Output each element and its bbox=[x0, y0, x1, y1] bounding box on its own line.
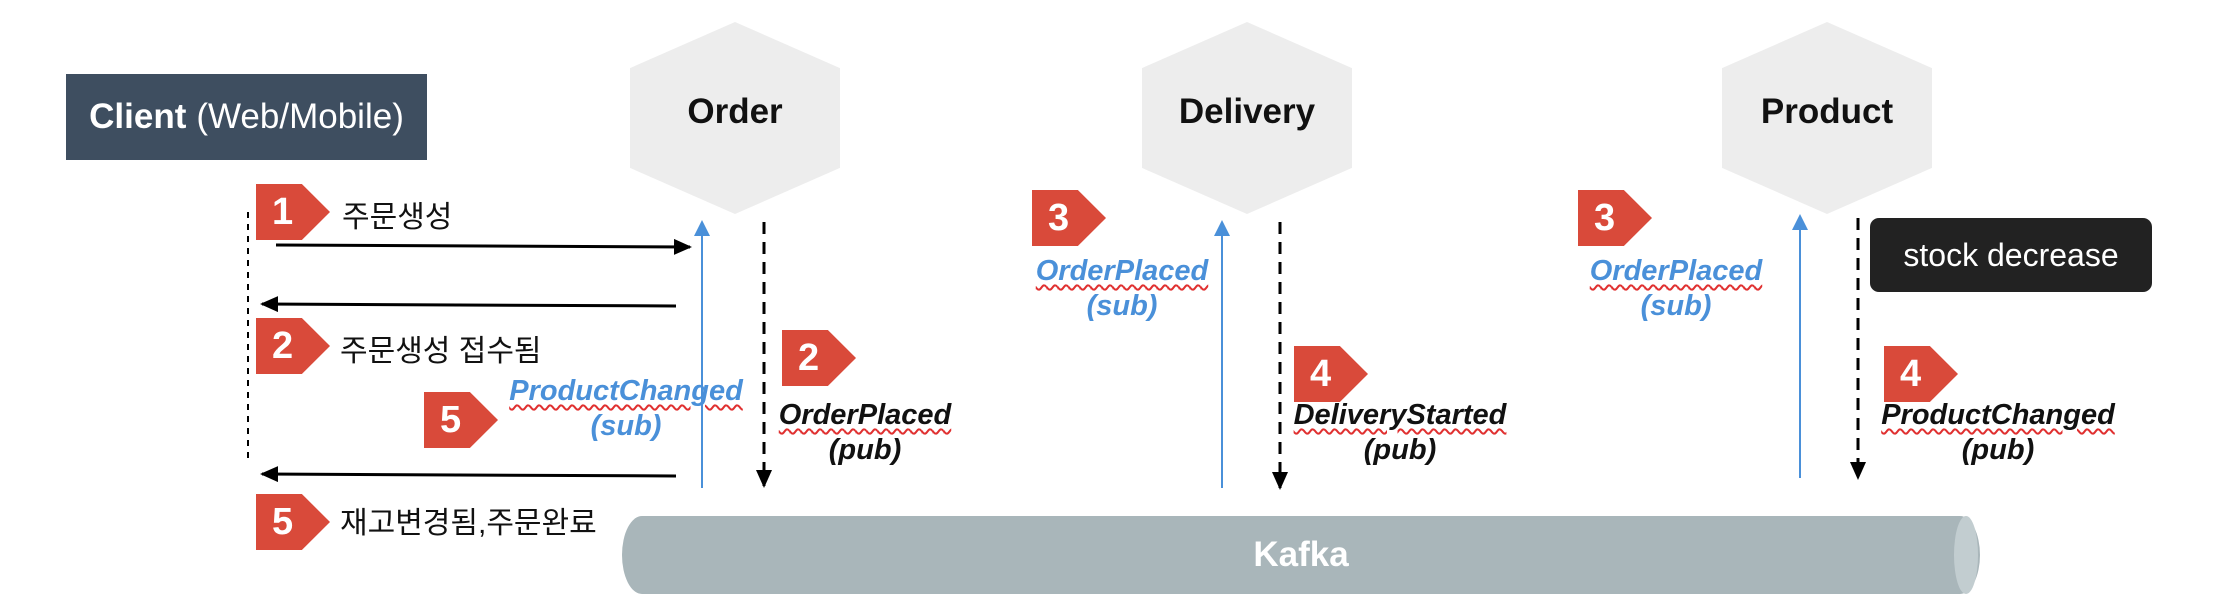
arrow-create-order bbox=[275, 238, 692, 255]
product-sub-event-name: OrderPlaced bbox=[1589, 255, 1763, 287]
product-sub-event: OrderPlaced (sub) bbox=[1578, 254, 1774, 324]
delivery-sub-event-role: (sub) bbox=[1086, 289, 1158, 322]
kafka-cylinder-end bbox=[1954, 516, 1978, 594]
arrow-order-completed bbox=[260, 466, 677, 483]
order-service-label: Order bbox=[687, 92, 783, 131]
order-pub-event-role: (pub) bbox=[828, 433, 902, 466]
delivery-service-hexagon: Delivery bbox=[1142, 22, 1352, 214]
product-pub-event-name: ProductChanged bbox=[1881, 399, 2115, 431]
product-pub-step-number: 4 bbox=[1900, 352, 1922, 395]
order-sub-event-name: ProductChanged bbox=[509, 375, 743, 407]
product-pub-event-role: (pub) bbox=[1961, 433, 2035, 466]
product-pub-event: ProductChanged (pub) bbox=[1870, 398, 2126, 468]
product-sub-event-role: (sub) bbox=[1640, 289, 1712, 322]
delivery-pub-event-name: DeliveryStarted bbox=[1293, 399, 1507, 431]
kafka-label: Kafka bbox=[1253, 535, 1349, 574]
step-1-number: 1 bbox=[272, 190, 294, 233]
product-service-hexagon: Product bbox=[1722, 22, 1932, 214]
product-service-label: Product bbox=[1760, 92, 1894, 131]
step-2-number: 2 bbox=[272, 324, 294, 367]
delivery-pub-event-role: (pub) bbox=[1363, 433, 1437, 466]
step-2-text: 주문생성 접수됨 bbox=[340, 335, 542, 368]
delivery-sub-step-number: 3 bbox=[1048, 196, 1070, 239]
delivery-sub-event-name: OrderPlaced bbox=[1035, 255, 1209, 287]
order-sub-event-role: (sub) bbox=[590, 409, 662, 442]
delivery-service-label: Delivery bbox=[1178, 92, 1316, 131]
order-pub-step-number: 2 bbox=[798, 336, 820, 379]
order-pub-event: OrderPlaced (pub) bbox=[770, 398, 960, 468]
step-1-text: 주문생성 bbox=[342, 201, 453, 234]
step-5-number: 5 bbox=[272, 500, 294, 543]
delivery-pub-step-number: 4 bbox=[1310, 352, 1332, 395]
stock-decrease-box: stock decrease bbox=[1870, 218, 2152, 292]
arrow-order-accepted bbox=[260, 296, 677, 313]
product-sub-step-number: 3 bbox=[1594, 196, 1616, 239]
kafka-broker: Kafka bbox=[622, 516, 1980, 594]
step-5-text: 재고변경됨,주문완료 bbox=[340, 507, 597, 540]
order-pub-event-name: OrderPlaced bbox=[778, 399, 952, 431]
order-service-hexagon: Order bbox=[630, 22, 840, 214]
order-sub-event: ProductChanged (sub) bbox=[502, 374, 750, 444]
delivery-sub-event: OrderPlaced (sub) bbox=[1024, 254, 1220, 324]
client-box: Client (Web/Mobile) bbox=[66, 74, 427, 160]
delivery-pub-event: DeliveryStarted (pub) bbox=[1284, 398, 1516, 468]
client-title: Client bbox=[89, 97, 187, 136]
client-subtitle: (Web/Mobile) bbox=[196, 97, 404, 136]
order-sub-step-number: 5 bbox=[440, 398, 462, 441]
